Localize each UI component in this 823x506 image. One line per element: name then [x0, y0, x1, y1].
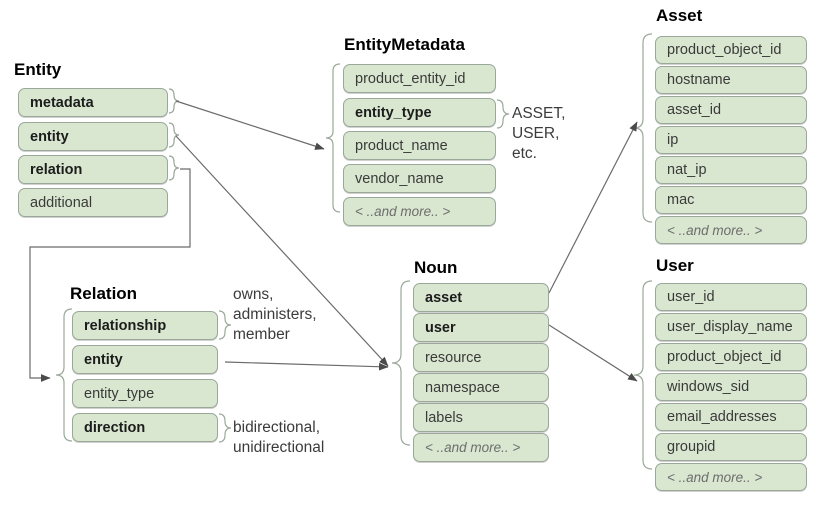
- group-title-asset: Asset: [656, 6, 703, 25]
- row-relation-entity-type[interactable]: entity_type: [72, 379, 218, 408]
- row-entitymetadata-entity-type[interactable]: entity_type: [343, 98, 496, 127]
- row-entity-relation[interactable]: relation: [18, 155, 168, 184]
- row-asset-and-more[interactable]: < ..and more.. >: [655, 216, 807, 244]
- row-user-groupid[interactable]: groupid: [655, 433, 807, 461]
- row-asset-nat-ip[interactable]: nat_ip: [655, 156, 807, 184]
- row-relation-relationship[interactable]: relationship: [72, 311, 218, 340]
- row-noun-and-more[interactable]: < ..and more.. >: [413, 433, 549, 462]
- row-entitymetadata-and-more[interactable]: < ..and more.. >: [343, 197, 496, 226]
- row-noun-user[interactable]: user: [413, 313, 549, 342]
- annotation-direction-values: bidirectional, unidirectional: [233, 419, 325, 456]
- group-title-entity: Entity: [14, 60, 62, 79]
- row-relation-direction[interactable]: direction: [72, 413, 218, 442]
- row-entitymetadata-vendor-name[interactable]: vendor_name: [343, 164, 496, 193]
- row-noun-resource[interactable]: resource: [413, 343, 549, 372]
- group-title-relation: Relation: [70, 284, 138, 303]
- row-noun-asset[interactable]: asset: [413, 283, 549, 312]
- row-entitymetadata-product-entity-id[interactable]: product_entity_id: [343, 64, 496, 93]
- group-title-entitymetadata: EntityMetadata: [344, 35, 465, 54]
- row-asset-product-object-id[interactable]: product_object_id: [655, 36, 807, 64]
- row-user-product-object-id[interactable]: product_object_id: [655, 343, 807, 371]
- row-entity-metadata[interactable]: metadata: [18, 88, 168, 117]
- row-user-email-addresses[interactable]: email_addresses: [655, 403, 807, 431]
- row-asset-ip[interactable]: ip: [655, 126, 807, 154]
- row-noun-namespace[interactable]: namespace: [413, 373, 549, 402]
- row-noun-labels[interactable]: labels: [413, 403, 549, 432]
- row-user-user-id[interactable]: user_id: [655, 283, 807, 311]
- annotation-entity-type-values: ASSET, USER, etc.: [512, 105, 566, 162]
- row-user-windows-sid[interactable]: windows_sid: [655, 373, 807, 401]
- row-user-and-more[interactable]: < ..and more.. >: [655, 463, 807, 491]
- row-entitymetadata-product-name[interactable]: product_name: [343, 131, 496, 160]
- row-entity-entity[interactable]: entity: [18, 122, 168, 151]
- row-entity-additional[interactable]: additional: [18, 188, 168, 217]
- row-asset-mac[interactable]: mac: [655, 186, 807, 214]
- row-asset-asset-id[interactable]: asset_id: [655, 96, 807, 124]
- row-user-user-display-name[interactable]: user_display_name: [655, 313, 807, 341]
- group-title-user: User: [656, 256, 694, 275]
- annotation-relationship-values: owns, administers, member: [233, 286, 317, 343]
- group-title-noun: Noun: [414, 258, 458, 277]
- row-relation-entity[interactable]: entity: [72, 345, 218, 374]
- row-asset-hostname[interactable]: hostname: [655, 66, 807, 94]
